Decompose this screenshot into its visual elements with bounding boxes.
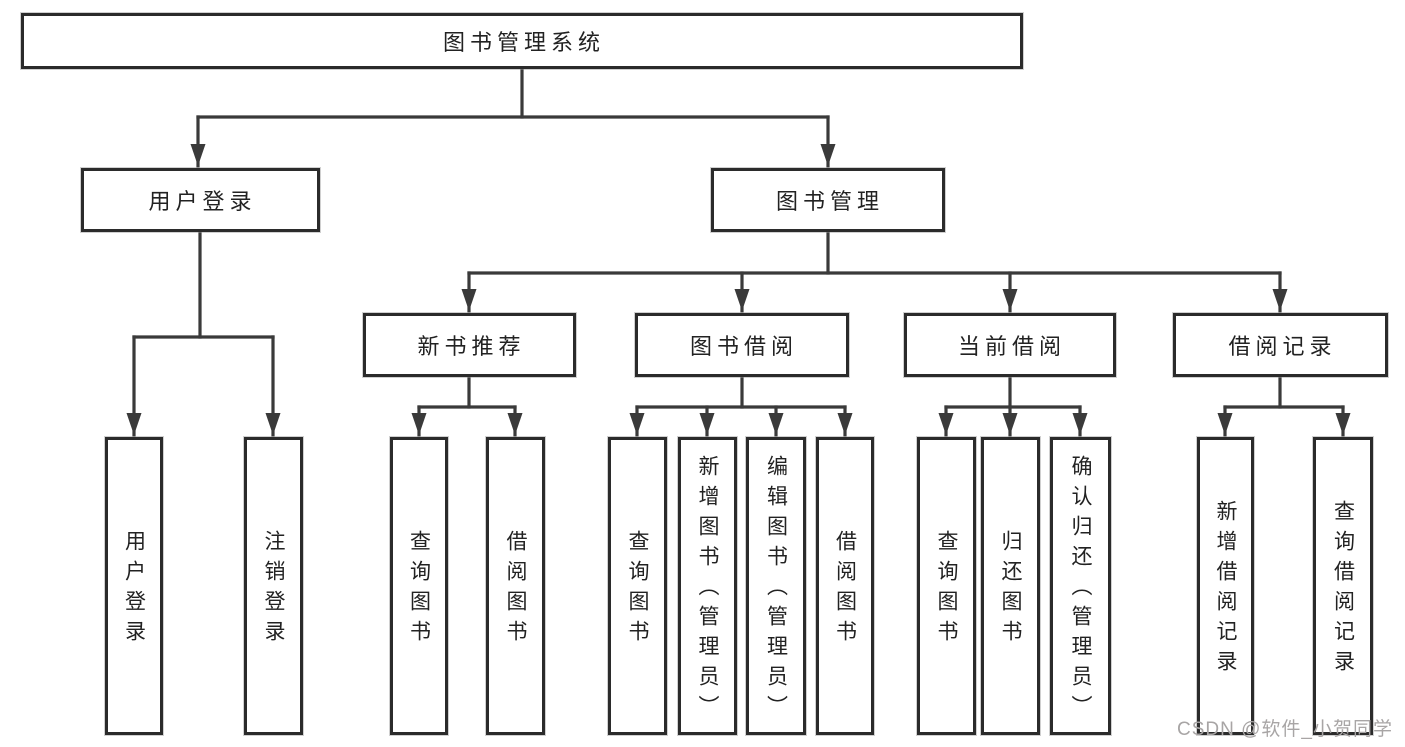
node-leaf-confirm-return-admin-label: 确认归还（管理员） xyxy=(1069,455,1092,725)
node-leaf-user-login-label: 用户登录 xyxy=(122,530,146,650)
node-leaf-borrow-books-recommend-label: 借阅图书 xyxy=(504,530,527,650)
node-book-management: 图书管理 xyxy=(711,168,945,232)
node-leaf-borrow-books-recommend: 借阅图书 xyxy=(486,437,545,735)
node-leaf-query-books-recommend: 查询图书 xyxy=(390,437,448,735)
node-borrowing-records-label: 借阅记录 xyxy=(1228,334,1337,359)
current-borrow-branch xyxy=(938,375,1088,437)
node-leaf-confirm-return-admin: 确认归还（管理员） xyxy=(1050,437,1111,735)
node-borrowing-records: 借阅记录 xyxy=(1173,313,1388,377)
node-book-borrowing-label: 图书借阅 xyxy=(689,334,798,359)
node-new-book-recommendation-label: 新书推荐 xyxy=(417,334,526,359)
node-leaf-logout-login: 注销登录 xyxy=(244,437,303,735)
node-library-system: 图书管理系统 xyxy=(21,13,1023,69)
node-leaf-borrow-books: 借阅图书 xyxy=(816,437,874,735)
node-leaf-return-books-label: 归还图书 xyxy=(999,530,1022,650)
new-book-branch xyxy=(411,375,523,437)
node-book-management-label: 图书管理 xyxy=(775,189,884,214)
node-leaf-user-login: 用户登录 xyxy=(105,437,163,735)
node-user-login-label: 用户登录 xyxy=(148,189,257,214)
node-leaf-add-books-admin-label: 新增图书（管理员） xyxy=(696,455,719,725)
node-current-borrowing: 当前借阅 xyxy=(904,313,1116,377)
node-leaf-add-borrow-record-label: 新增借阅记录 xyxy=(1214,500,1237,680)
node-leaf-edit-books-admin-label: 编辑图书（管理员） xyxy=(764,455,788,725)
user-login-branch xyxy=(126,230,281,437)
csdn-watermark: CSDN @软件_小贺同学 xyxy=(1177,719,1393,740)
root-branch xyxy=(190,67,836,168)
node-new-book-recommendation: 新书推荐 xyxy=(363,313,576,377)
node-leaf-query-books-borrow-label: 查询图书 xyxy=(626,530,649,650)
node-leaf-query-borrow-record: 查询借阅记录 xyxy=(1313,437,1373,735)
borrow-record-branch xyxy=(1217,375,1351,437)
node-leaf-logout-login-label: 注销登录 xyxy=(262,530,285,650)
node-library-system-label: 图书管理系统 xyxy=(442,30,605,55)
node-leaf-query-books-borrow: 查询图书 xyxy=(608,437,667,735)
book-management-branch xyxy=(461,230,1288,313)
node-leaf-add-books-admin: 新增图书（管理员） xyxy=(678,437,737,735)
node-leaf-add-borrow-record: 新增借阅记录 xyxy=(1197,437,1254,735)
node-leaf-query-books-recommend-label: 查询图书 xyxy=(407,530,431,650)
node-leaf-return-books: 归还图书 xyxy=(981,437,1040,735)
node-book-borrowing: 图书借阅 xyxy=(635,313,849,377)
node-current-borrowing-label: 当前借阅 xyxy=(957,334,1066,359)
book-borrow-branch xyxy=(629,375,853,437)
node-leaf-query-books-current: 查询图书 xyxy=(917,437,976,735)
node-user-login: 用户登录 xyxy=(81,168,320,232)
node-leaf-edit-books-admin: 编辑图书（管理员） xyxy=(746,437,806,735)
node-leaf-query-books-current-label: 查询图书 xyxy=(935,530,958,650)
node-leaf-borrow-books-label: 借阅图书 xyxy=(833,530,857,650)
node-leaf-query-borrow-record-label: 查询借阅记录 xyxy=(1331,500,1355,680)
